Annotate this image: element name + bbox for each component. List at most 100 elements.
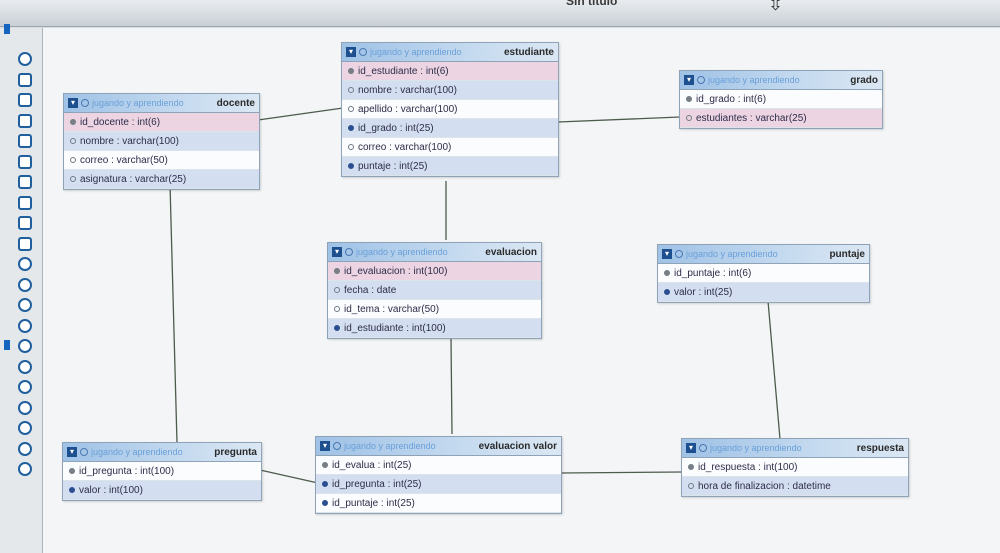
table-name: evaluacion valor	[478, 440, 557, 452]
table-grado[interactable]: ▾ jugando y aprendiendo grado id_grado : in…	[679, 70, 883, 129]
table-status-icon	[81, 99, 89, 107]
field-row[interactable]: estudiantes : varchar(25)	[680, 109, 882, 128]
field-label: nombre : varchar(100)	[358, 84, 457, 96]
field-icon	[70, 176, 76, 182]
key-icon	[70, 119, 76, 125]
field-row[interactable]: apellido : varchar(100)	[342, 100, 558, 119]
field-row[interactable]: hora de finalizacion : datetime	[682, 477, 908, 496]
table-evaluacion-valor[interactable]: ▾ jugando y aprendiendo evaluacion valor id…	[315, 436, 562, 514]
field-icon	[686, 115, 692, 121]
field-row[interactable]: id_estudiante : int(100)	[328, 319, 541, 338]
database-label: jugando y aprendiendo	[370, 47, 462, 57]
arrow-icon[interactable]	[18, 462, 32, 476]
table-name: grado	[850, 74, 878, 86]
table-icon[interactable]	[18, 216, 32, 230]
circle-tool-icon[interactable]	[18, 318, 32, 333]
field-row[interactable]: id_pregunta : int(25)	[316, 475, 561, 494]
field-label: id_respuesta : int(100)	[698, 461, 798, 473]
selection-marker	[4, 340, 10, 350]
field-icon	[334, 306, 340, 312]
field-icon	[334, 287, 340, 293]
export-icon[interactable]	[18, 175, 32, 189]
field-row[interactable]: nombre : varchar(100)	[64, 132, 259, 151]
chevron-down-icon[interactable]: ▾	[684, 75, 694, 85]
table-header[interactable]: ▾ jugando y aprendiendo grado	[680, 71, 882, 90]
relation-line	[257, 107, 344, 121]
field-row[interactable]: id_puntaje : int(6)	[658, 264, 869, 283]
index-icon	[348, 125, 354, 131]
circle-tool-icon[interactable]	[18, 339, 32, 353]
table-header[interactable]: ▾ jugando y aprendiendo estudiante	[342, 43, 558, 62]
grid-icon[interactable]	[18, 72, 32, 87]
field-label: apellido : varchar(100)	[358, 103, 458, 115]
field-icon	[70, 138, 76, 144]
table-estudiante[interactable]: ▾ jugando y aprendiendo estudiante id_estud…	[341, 42, 559, 177]
link-icon[interactable]	[18, 236, 32, 251]
circle-tool-icon[interactable]	[18, 52, 32, 66]
page-icon[interactable]	[18, 134, 32, 148]
key-icon	[688, 464, 694, 470]
chevron-down-icon[interactable]: ▾	[346, 47, 356, 57]
database-label: jugando y aprendiendo	[344, 441, 436, 451]
field-row[interactable]: asignatura : varchar(25)	[64, 170, 259, 189]
circle-tool-icon[interactable]	[18, 421, 32, 435]
field-icon	[70, 157, 76, 163]
window-title: Sin titulo	[566, 0, 618, 8]
table-status-icon	[697, 76, 705, 84]
chevron-down-icon[interactable]: ▾	[662, 249, 672, 259]
database-label: jugando y aprendiendo	[708, 75, 800, 85]
field-row[interactable]: id_docente : int(6)	[64, 113, 259, 132]
field-row[interactable]: id_evalua : int(25)	[316, 456, 561, 475]
circle-tool-icon[interactable]	[18, 359, 32, 374]
field-row[interactable]: id_grado : int(6)	[680, 90, 882, 109]
chevron-down-icon[interactable]: ▾	[320, 441, 330, 451]
table-status-icon	[345, 248, 353, 256]
circle-tool-icon[interactable]	[18, 380, 32, 394]
field-row[interactable]: fecha : date	[328, 281, 541, 300]
field-row[interactable]: valor : int(25)	[658, 283, 869, 302]
table-name: estudiante	[503, 46, 554, 58]
field-row[interactable]: id_tema : varchar(50)	[328, 300, 541, 319]
field-label: asignatura : varchar(25)	[80, 173, 187, 185]
field-row[interactable]: nombre : varchar(100)	[342, 81, 558, 100]
field-row[interactable]: id_estudiante : int(6)	[342, 62, 558, 81]
field-row[interactable]: valor : int(100)	[63, 481, 261, 500]
circle-tool-icon[interactable]	[18, 277, 32, 292]
chevron-down-icon[interactable]: ▾	[68, 98, 78, 108]
relation-line	[559, 471, 683, 474]
edit-icon[interactable]	[18, 93, 32, 107]
print-icon[interactable]	[18, 195, 32, 210]
chevron-down-icon[interactable]: ▾	[67, 447, 77, 457]
field-label: nombre : varchar(100)	[80, 135, 179, 147]
field-row[interactable]: correo : varchar(50)	[64, 151, 259, 170]
field-row[interactable]: id_respuesta : int(100)	[682, 458, 908, 477]
save-icon[interactable]	[18, 154, 32, 169]
chevron-down-icon[interactable]: ▾	[686, 443, 696, 453]
field-label: id_puntaje : int(6)	[674, 267, 752, 279]
field-row[interactable]: puntaje : int(25)	[342, 157, 558, 176]
table-status-icon	[675, 250, 683, 258]
circle-tool-icon[interactable]	[18, 441, 32, 456]
table-header[interactable]: ▾ jugando y aprendiendo evaluacion valor	[316, 437, 561, 456]
circle-tool-icon[interactable]	[18, 257, 32, 271]
chevron-down-icon[interactable]: ▾	[332, 247, 342, 257]
circle-tool-icon[interactable]	[18, 400, 32, 415]
circle-tool-icon[interactable]	[18, 298, 32, 312]
field-row[interactable]: id_grado : int(25)	[342, 119, 558, 138]
field-row[interactable]: id_pregunta : int(100)	[63, 462, 261, 481]
field-row[interactable]: id_evaluacion : int(100)	[328, 262, 541, 281]
field-row[interactable]: id_puntaje : int(25)	[316, 494, 561, 513]
edit-icon[interactable]	[18, 113, 32, 128]
field-row[interactable]: correo : varchar(100)	[342, 138, 558, 157]
title-bar: Sin titulo ⇳	[0, 0, 1000, 27]
